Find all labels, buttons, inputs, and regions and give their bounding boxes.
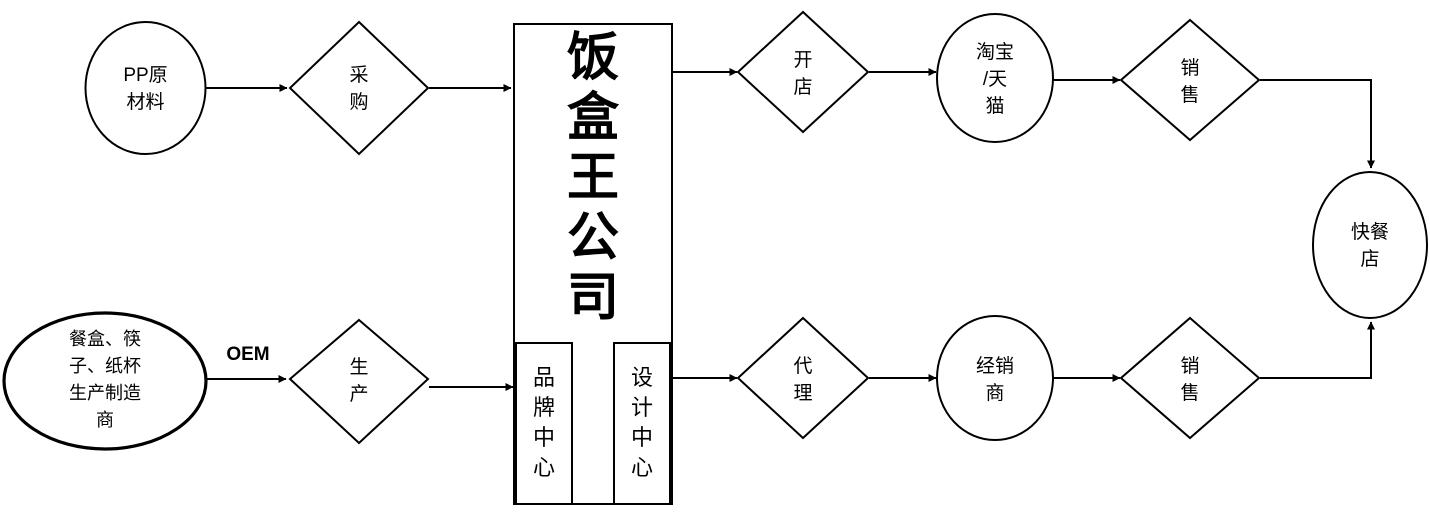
edge-sales-bottom-to-fastfood xyxy=(1260,321,1375,379)
sales-bottom-label-line-0: 销 xyxy=(1180,355,1199,377)
sales-top-label-line-0: 销 xyxy=(1180,57,1199,79)
edge-label-oem: OEM xyxy=(226,344,269,365)
brand-center-label-char-2: 中 xyxy=(533,425,555,450)
company-label-char-2: 王 xyxy=(567,149,619,207)
sales-top-diamond xyxy=(1119,18,1261,142)
oem-manufacturer-label-line-3: 商 xyxy=(96,410,114,430)
node-purchase[interactable]: 采 购 xyxy=(288,20,430,156)
node-pp-material[interactable]: PP原 材料 xyxy=(84,21,207,155)
company-label-char-3: 公 xyxy=(567,209,619,267)
pp-material-ellipse xyxy=(84,21,207,155)
distributor-label-line-0: 经销 xyxy=(976,355,1014,377)
design-center-label-char-0: 设 xyxy=(631,365,653,390)
company-label-char-1: 盒 xyxy=(567,89,620,147)
node-distributor[interactable]: 经销 商 xyxy=(936,315,1054,441)
agent-label-line-0: 代 xyxy=(793,355,812,377)
design-center-rect xyxy=(613,342,671,505)
oem-manufacturer-ellipse xyxy=(2,311,208,451)
open-store-diamond xyxy=(736,10,870,134)
fastfood-shop-label-line-0: 快餐 xyxy=(1351,221,1389,243)
brand-center-label-char-1: 牌 xyxy=(533,395,555,420)
brand-center-rect xyxy=(515,342,573,505)
sales-bottom-label-line-1: 售 xyxy=(1180,382,1199,404)
design-center-label-char-1: 计 xyxy=(631,395,653,420)
node-design-center[interactable]: 设 计 中 心 xyxy=(613,342,671,505)
brand-center-label-char-3: 心 xyxy=(533,455,555,480)
pp-material-label-line-1: 材料 xyxy=(126,91,164,113)
taobao-tmall-label-line-2: 猫 xyxy=(985,95,1004,117)
distributor-ellipse xyxy=(936,315,1054,441)
node-agent[interactable]: 代 理 xyxy=(736,316,870,440)
taobao-tmall-label-line-1: /天 xyxy=(983,69,1007,90)
node-fastfood-shop[interactable]: 快餐 店 xyxy=(1312,171,1428,319)
agent-label-line-1: 理 xyxy=(793,383,812,404)
node-oem-manufacturer[interactable]: 餐盒、筷 子、纸杯 生产制造 商 xyxy=(2,311,208,451)
node-taobao-tmall[interactable]: 淘宝 /天 猫 xyxy=(936,13,1054,143)
company-label-char-0: 饭 xyxy=(567,29,619,87)
oem-manufacturer-label-line-1: 子、纸杯 xyxy=(69,356,141,376)
pp-material-label-line-0: PP原 xyxy=(123,65,167,86)
fastfood-shop-ellipse xyxy=(1312,171,1428,319)
brand-center-label-char-0: 品 xyxy=(533,365,555,390)
purchase-label-line-1: 购 xyxy=(349,91,368,113)
taobao-tmall-label-line-0: 淘宝 xyxy=(976,41,1014,63)
design-center-label-char-3: 心 xyxy=(631,455,653,480)
oem-manufacturer-label-line-0: 餐盒、筷 xyxy=(69,329,141,349)
purchase-diamond xyxy=(288,20,430,156)
distributor-label-line-1: 商 xyxy=(985,382,1004,404)
edge-sales-top-to-fastfood xyxy=(1260,79,1375,169)
node-brand-center[interactable]: 品 牌 中 心 xyxy=(515,342,573,505)
fastfood-shop-label-line-1: 店 xyxy=(1360,248,1379,270)
production-label-line-0: 生 xyxy=(349,356,368,378)
node-production[interactable]: 生 产 xyxy=(288,318,430,445)
agent-diamond xyxy=(736,316,870,440)
purchase-label-line-0: 采 xyxy=(349,64,368,86)
open-store-label-line-0: 开 xyxy=(793,50,812,71)
node-open-store[interactable]: 开 店 xyxy=(736,10,870,134)
sales-bottom-diamond xyxy=(1119,316,1261,440)
open-store-label-line-1: 店 xyxy=(793,76,812,98)
sales-top-label-line-1: 售 xyxy=(1180,84,1199,106)
production-label-line-1: 产 xyxy=(349,383,368,405)
node-sales-bottom[interactable]: 销 售 xyxy=(1119,316,1261,440)
edges-layer xyxy=(204,68,1375,391)
design-center-label-char-2: 中 xyxy=(631,425,653,450)
company-label-char-4: 司 xyxy=(567,269,619,327)
node-sales-top[interactable]: 销 售 xyxy=(1119,18,1261,142)
edge-labels-layer: OEM xyxy=(226,344,269,365)
oem-manufacturer-label-line-2: 生产制造 xyxy=(69,383,141,403)
taobao-tmall-ellipse xyxy=(936,13,1054,143)
production-diamond xyxy=(288,318,430,445)
